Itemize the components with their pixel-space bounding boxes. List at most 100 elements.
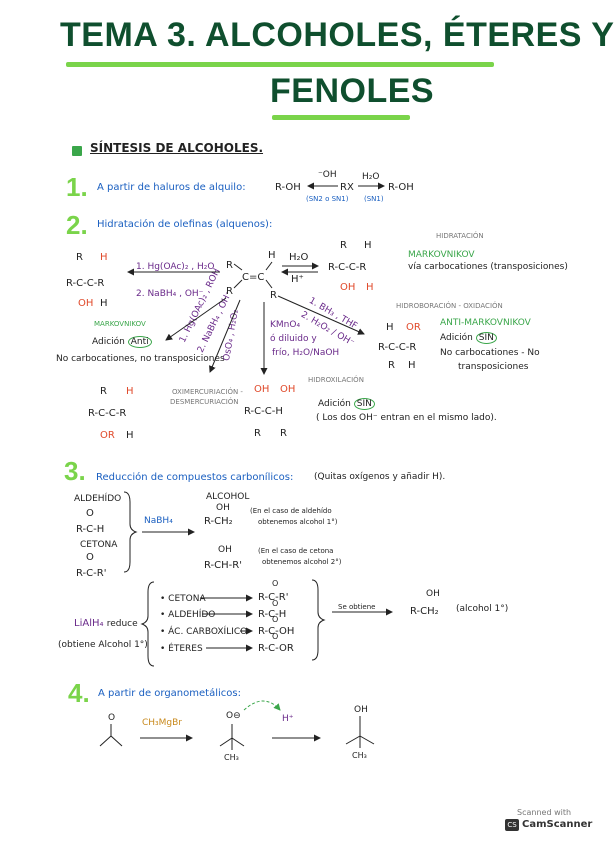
svg-text:O: O <box>108 713 115 723</box>
ald-note-2: obtenemos alcohol 1°) <box>258 518 338 526</box>
section-1-label: A partir de haluros de alquilo: <box>97 182 246 193</box>
svg-text:O: O <box>272 615 278 624</box>
svg-text:R-C-C-R: R-C-C-R <box>378 342 416 353</box>
svg-text:R-C-H: R-C-H <box>76 524 104 535</box>
svg-text:R-C-C-R: R-C-C-R <box>88 408 126 419</box>
antimarkov-label: ANTI-MARKOVNIKOV <box>440 318 531 328</box>
markov-label: MARKOVNIKOV <box>408 250 475 260</box>
hplus-label: H⁺ <box>291 274 304 285</box>
svg-text:R: R <box>76 252 83 263</box>
svg-text:OH: OH <box>78 298 93 309</box>
h2o-label: H₂O <box>289 252 309 263</box>
svg-text:R: R <box>226 260 233 271</box>
aldehido-label: ALDEHÍDO <box>74 494 122 504</box>
section-2-label: Hidratación de olefinas (alquenos): <box>97 219 273 230</box>
oxy-head-1: OXIMERCURIACIÓN - <box>172 388 243 396</box>
left-add: Adición Anti <box>92 336 152 348</box>
scanner-line-1: Scanned with <box>517 808 572 817</box>
se-obtiene: Se obtiene <box>338 603 376 611</box>
title-highlight-2 <box>272 115 410 120</box>
sin-add: Adición SIN <box>318 398 375 410</box>
svg-text:R-C-C-H: R-C-C-H <box>244 406 283 417</box>
svg-text:OH: OH <box>426 589 440 599</box>
svg-text:OH: OH <box>280 384 295 395</box>
svg-text:R-C-OR: R-C-OR <box>258 643 294 654</box>
svg-text:R: R <box>270 290 277 301</box>
right-syn-circle: SIN <box>475 332 497 344</box>
svg-text:O: O <box>272 599 278 608</box>
alcohol-1-label: (alcohol 1°) <box>456 604 509 614</box>
section-1-number: 1. <box>66 172 88 202</box>
sin-circle: SIN <box>353 398 375 410</box>
section-4-label: A partir de organometálicos: <box>98 688 241 699</box>
svg-text:R-C-C-R: R-C-C-R <box>66 278 104 289</box>
hydroxylation-head: HIDROXILACIÓN <box>308 376 364 384</box>
left-markov: MARKOVNIKOV <box>94 320 146 328</box>
cet-note-2: obtenemos alcohol 2°) <box>262 558 342 566</box>
cet-note-1: (En el caso de cetona <box>258 547 334 555</box>
svg-text:OR: OR <box>100 430 115 441</box>
hydroboration-head: HIDROBORACIÓN - OXIDACIÓN <box>396 302 503 310</box>
oxy-head-2: DESMERCURIACIÓN <box>170 398 239 406</box>
svg-text:CH₃: CH₃ <box>224 753 239 762</box>
hg-step-2: 2. NaBH₄ , OH⁻ <box>136 289 204 299</box>
svg-text:OR: OR <box>406 322 421 333</box>
svg-text:H: H <box>126 430 134 441</box>
svg-text:OH: OH <box>354 705 368 715</box>
svg-text:OH: OH <box>216 503 230 513</box>
svg-text:R-CH-R': R-CH-R' <box>204 560 242 571</box>
svg-text:CH₃: CH₃ <box>352 751 367 760</box>
svg-text:O: O <box>86 508 94 519</box>
s4-hplus: H⁺ <box>282 714 294 724</box>
hg-step-1: 1. Hg(OAc)₂ , H₂O <box>136 262 215 272</box>
title-line-2: FENOLES <box>270 72 435 110</box>
list-item-aldehido: • ALDEHÍDO <box>160 610 216 620</box>
svg-text:R: R <box>254 428 261 439</box>
scanner-line-2: CamScanner <box>522 819 593 830</box>
right-note-2: transposiciones <box>458 362 529 372</box>
svg-text:R: R <box>280 428 287 439</box>
svg-text:O: O <box>272 632 278 641</box>
s1-mid: RX <box>340 182 354 193</box>
s1-reagent-top: ⁻OH <box>318 170 337 180</box>
svg-text:R: R <box>340 240 347 251</box>
kmno4-3: frío, H₂O/NaOH <box>272 348 340 358</box>
svg-text:H: H <box>386 322 394 333</box>
svg-text:R: R <box>100 386 107 397</box>
left-note: No carbocationes, no transposiciones <box>56 354 225 364</box>
section-heading: SÍNTESIS DE ALCOHOLES. <box>90 141 264 155</box>
alcohol-label: ALCOHOL <box>206 492 250 502</box>
section-4-number: 4. <box>68 678 90 708</box>
right-add: Adición SIN <box>440 332 497 344</box>
bullet-icon <box>72 146 82 156</box>
svg-text:R-CH₂: R-CH₂ <box>204 516 233 527</box>
svg-text:H: H <box>126 386 134 397</box>
svg-text:H: H <box>268 250 276 261</box>
svg-text:O: O <box>272 579 278 588</box>
s4-reagent: CH₃MgBr <box>142 718 183 728</box>
sin-note: ( Los dos OH⁻ entran en el mismo lado). <box>316 413 497 423</box>
s1-reagent2-bottom: (SN1) <box>364 195 384 203</box>
s1-reagent2-top: H₂O <box>362 172 380 182</box>
camscanner-icon: CS <box>505 819 519 831</box>
svg-text:O⊖: O⊖ <box>226 711 241 721</box>
section-3-note: (Quitas oxígenos y añadir H). <box>314 472 446 482</box>
svg-text:C=C: C=C <box>242 272 264 283</box>
lialh4-label: LiAlH₄ reduce <box>74 618 138 629</box>
section-3-number: 3. <box>64 456 86 486</box>
hydration-head: HIDRATACIÓN <box>436 232 484 240</box>
svg-text:R-C-H: R-C-H <box>258 609 286 620</box>
svg-text:H: H <box>100 298 108 309</box>
svg-text:R: R <box>226 286 233 297</box>
svg-text:H: H <box>364 240 372 251</box>
list-item-cetona: • CETONA <box>160 594 206 604</box>
list-item-eteres: • ÉTERES <box>160 644 203 654</box>
right-note-1: No carbocationes - No <box>440 348 540 358</box>
section-2-number: 2. <box>66 210 88 240</box>
svg-text:R-C-C-R: R-C-C-R <box>328 262 366 273</box>
title-highlight-1 <box>66 62 494 67</box>
svg-text:R: R <box>388 360 395 371</box>
title-line-1: TEMA 3. ALCOHOLES, ÉTERES Y <box>60 16 614 54</box>
camscanner-logo: Scanned with CS CamScanner <box>505 808 592 838</box>
